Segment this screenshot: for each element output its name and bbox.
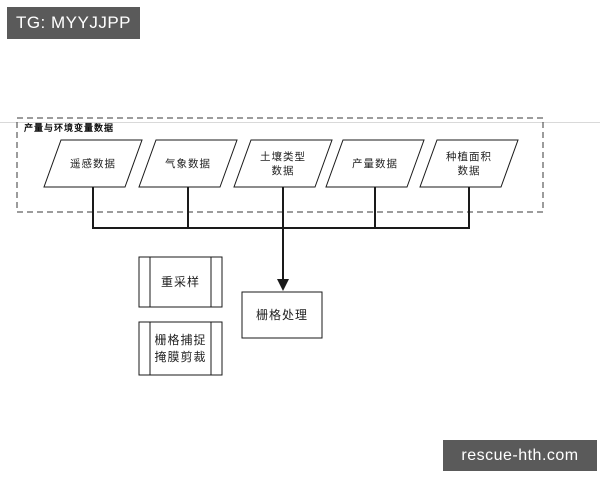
horizontal-rule [0,122,600,123]
raster-process-box [241,291,323,339]
arrow-head [277,279,289,291]
snap-clip-box [138,321,223,376]
parallelogram-weather [138,139,238,188]
group-box-title: 产量与环境变量数据 [24,124,115,134]
resample-box [138,256,223,308]
parallelogram-remote-sensing [43,139,143,188]
top-left-tag-badge: TG: MYYJJPP [7,7,140,39]
group-box-border [16,117,544,213]
bottom-right-site-badge: rescue-hth.com [443,440,597,471]
parallelogram-planting-area [419,139,519,188]
parallelogram-yield [325,139,425,188]
parallelogram-soil-type [233,139,333,188]
